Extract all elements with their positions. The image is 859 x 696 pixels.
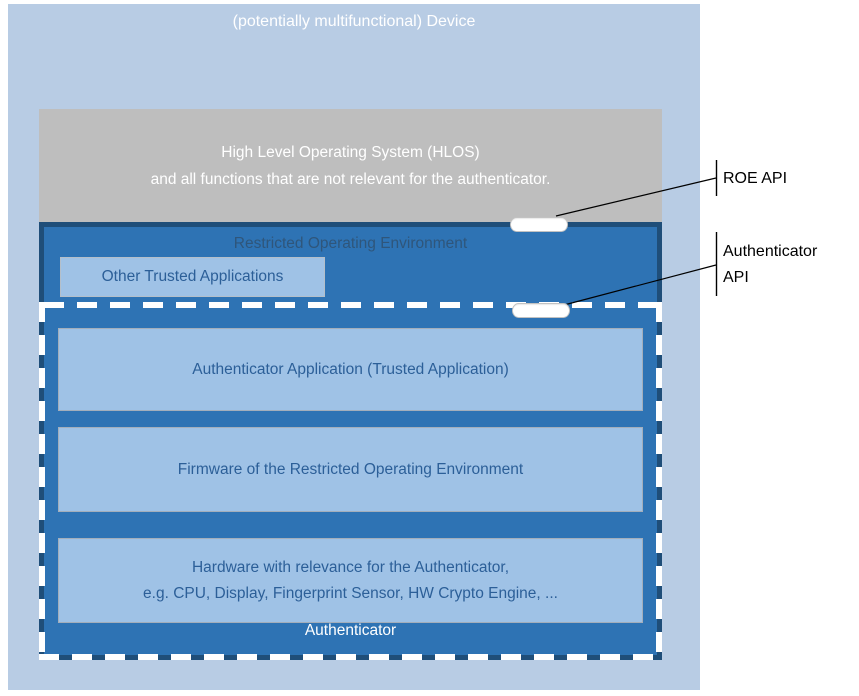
roe-box: Restricted Operating Environment Other T…	[39, 222, 662, 660]
authenticator-api-connector	[512, 303, 570, 318]
authenticator-api-label: Authenticator API	[723, 239, 817, 291]
authenticator-api-label-line1: Authenticator	[723, 243, 818, 260]
device-box: (potentially multifunctional) Device Hig…	[8, 4, 700, 690]
roe-api-label: ROE API	[723, 170, 788, 187]
other-trusted-applications-label: Other Trusted Applications	[101, 268, 284, 285]
hardware-label-line1: Hardware with relevance for the Authenti…	[191, 558, 510, 576]
dashed-border-bottom	[39, 654, 662, 660]
hardware-label-line2: e.g. CPU, Display, Fingerprint Sensor, H…	[143, 584, 558, 602]
authenticator-application-box: Authenticator Application (Trusted Appli…	[58, 328, 643, 411]
hardware-box: Hardware with relevance for the Authenti…	[58, 538, 643, 623]
authenticator-label: Authenticator	[304, 622, 397, 639]
dashed-border-right	[656, 302, 662, 660]
roe-title: Restricted Operating Environment	[233, 235, 468, 252]
authenticator-application-label: Authenticator Application (Trusted Appli…	[192, 360, 509, 378]
dashed-border-top	[44, 302, 657, 308]
roe-api-connector	[510, 217, 568, 232]
device-title: (potentially multifunctional) Device	[232, 13, 476, 30]
authenticator-dashed-region: Authenticator Application (Trusted Appli…	[39, 302, 662, 660]
dashed-border-left	[39, 302, 45, 660]
authenticator-api-label-line2: API	[723, 269, 749, 286]
firmware-label: Firmware of the Restricted Operating Env…	[177, 460, 524, 478]
firmware-box: Firmware of the Restricted Operating Env…	[58, 427, 643, 512]
hlos-line2: and all functions that are not relevant …	[150, 170, 551, 188]
hlos-line1: High Level Operating System (HLOS)	[221, 143, 480, 161]
hlos-box: High Level Operating System (HLOS) and a…	[39, 109, 662, 222]
other-trusted-applications-box: Other Trusted Applications	[60, 257, 325, 297]
